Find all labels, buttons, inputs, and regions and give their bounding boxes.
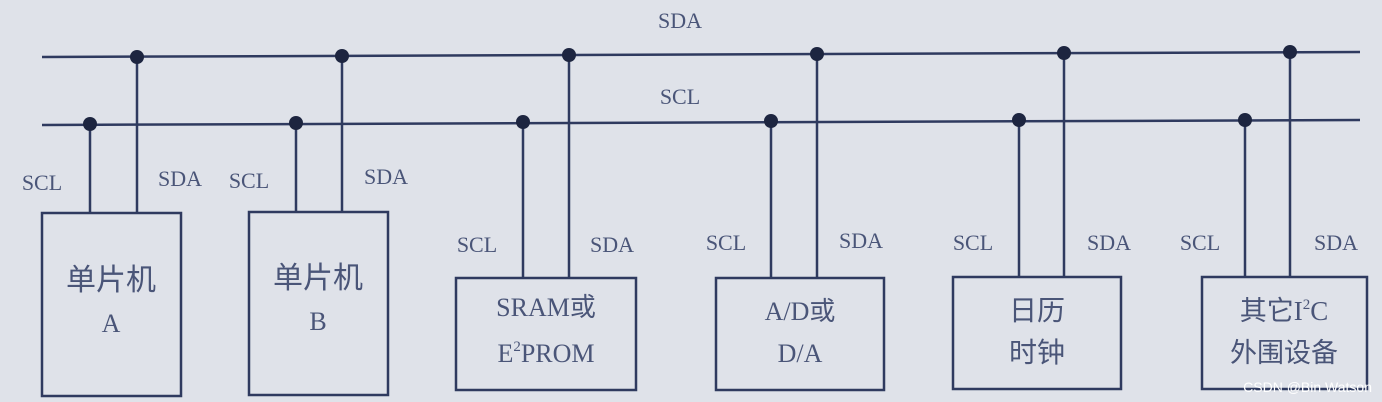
device-name-line1: 其它I2C [1240, 296, 1329, 326]
scl-pin-label: SCL [22, 170, 62, 195]
scl-junction [83, 117, 97, 131]
scl-pin-label: SCL [1180, 230, 1220, 255]
scl-junction [516, 115, 530, 129]
device-name-line1: A/D或 [765, 297, 836, 326]
device-calendar-clock: SCL SDA 日历 时钟 [951, 46, 1131, 391]
device-box [951, 275, 1123, 391]
sda-junction [810, 47, 824, 61]
sda-pin-label: SDA [158, 166, 202, 191]
device-name-line2: 外围设备 [1230, 338, 1338, 368]
line1-pre: 其它I [1240, 296, 1303, 326]
sda-bus-label: SDA [658, 8, 702, 33]
line2-main: E [497, 339, 513, 368]
scl-junction [764, 114, 778, 128]
device-box [247, 210, 390, 397]
device-adc-dac: SCL SDA A/D或 D/A [706, 47, 886, 392]
sda-bus-line [41, 50, 1361, 59]
sda-pin-label: SDA [839, 228, 883, 253]
sda-junction [130, 50, 144, 64]
scl-pin-label: SCL [706, 230, 746, 255]
sda-pin-label: SDA [1087, 230, 1131, 255]
watermark: CSDN @Bin Watson [1243, 379, 1372, 395]
device-name-line1: 单片机 [66, 264, 156, 297]
sda-pin-label: SDA [364, 164, 408, 189]
scl-pin-label: SCL [953, 230, 993, 255]
sda-junction [562, 48, 576, 62]
sda-pin-label: SDA [1314, 230, 1358, 255]
device-box [454, 276, 638, 392]
device-mcu-a: SCL SDA 单片机 A [22, 50, 202, 398]
scl-pin-label: SCL [457, 232, 497, 257]
line1-superscript: 2 [1303, 297, 1311, 313]
device-name-line1: SRAM或 [496, 293, 596, 322]
device-name-line2: D/A [778, 339, 823, 368]
scl-junction [1012, 113, 1026, 127]
scl-junction [289, 116, 303, 130]
scl-bus-line [41, 118, 1361, 127]
device-sram-eeprom: SCL SDA SRAM或 E2PROM [454, 48, 638, 392]
device-name-line1: 日历 [1009, 296, 1065, 327]
sda-junction [335, 49, 349, 63]
sda-pin-label: SDA [590, 232, 634, 257]
device-box [1200, 275, 1369, 391]
line1-post: C [1310, 296, 1328, 326]
device-name-line2: E2PROM [497, 339, 594, 368]
scl-pin-label: SCL [229, 168, 269, 193]
device-name-line2: 时钟 [1009, 337, 1065, 369]
device-mcu-b: SCL SDA 单片机 B [229, 49, 408, 397]
device-name-line1: 单片机 [273, 262, 363, 295]
device-other-i2c-peripheral: SCL SDA 其它I2C 外围设备 [1180, 45, 1369, 391]
device-box [40, 211, 183, 398]
device-box [714, 276, 886, 392]
scl-bus-label: SCL [660, 84, 700, 109]
sda-junction [1283, 45, 1297, 59]
sda-junction [1057, 46, 1071, 60]
scl-junction [1238, 113, 1252, 127]
device-name-line2: A [102, 309, 121, 338]
line2-rest: PROM [521, 339, 595, 368]
line2-superscript: 2 [513, 339, 521, 355]
device-name-line2: B [309, 307, 326, 336]
